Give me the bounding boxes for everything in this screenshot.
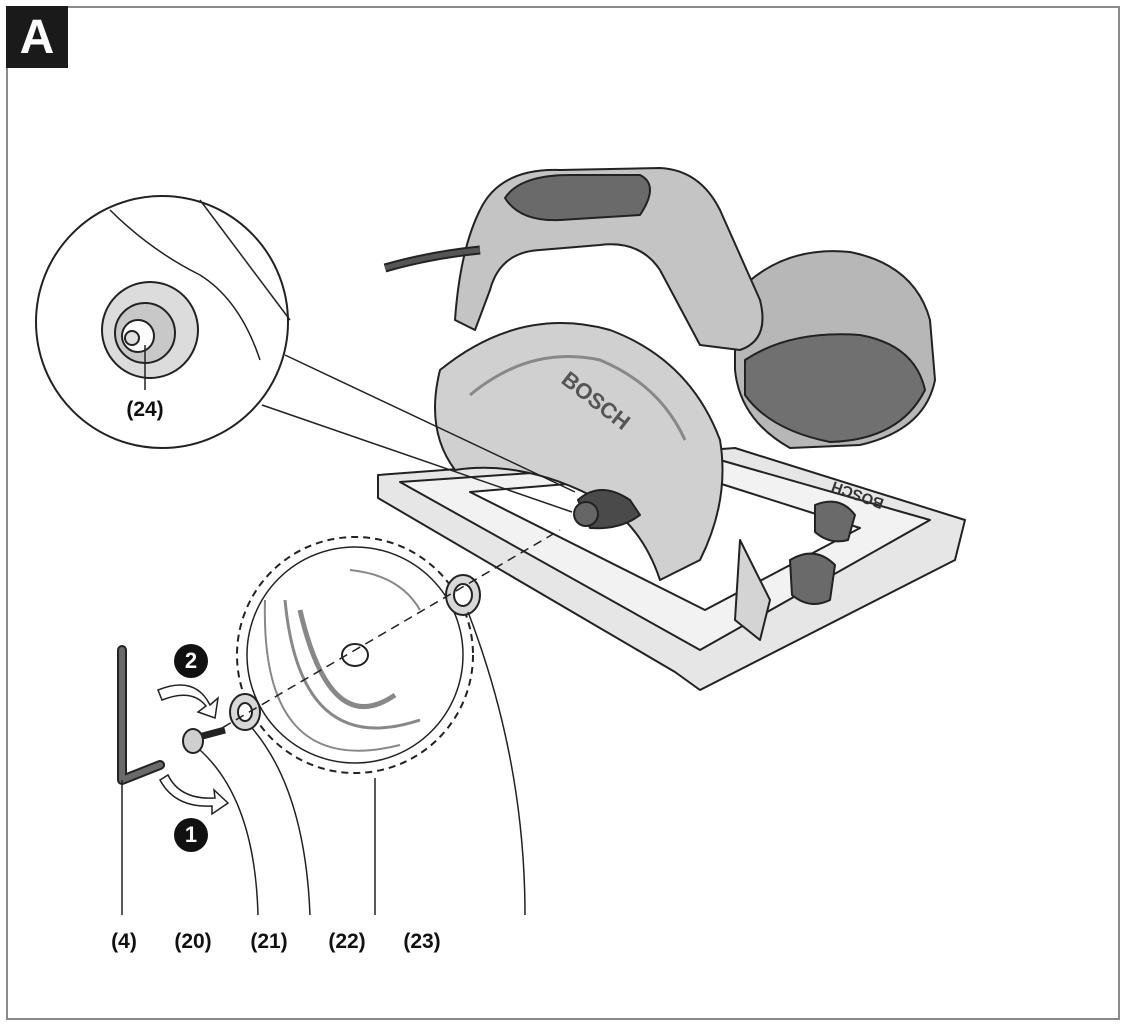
callout-21: (21) (250, 930, 288, 953)
hex-key (117, 645, 165, 785)
clamping-screw (182, 726, 226, 754)
callout-23: (23) (403, 930, 441, 953)
inner-flange (445, 574, 481, 616)
outer-flange (229, 693, 261, 731)
figure-frame (6, 6, 1120, 1020)
callout-4: (4) (111, 930, 137, 953)
step-2-badge: 2 (174, 644, 208, 678)
callout-22: (22) (328, 930, 366, 953)
arrow-loosen (159, 773, 230, 816)
callout-20: (20) (174, 930, 212, 953)
saw-blade (236, 536, 474, 774)
front-knob (789, 552, 836, 605)
assembly-axis (209, 529, 561, 736)
circular-saw (377, 167, 966, 691)
callout-24: (24) (126, 398, 164, 421)
step-1-badge: 1 (174, 818, 208, 852)
panel-tag: A (6, 6, 68, 68)
callout-leaders (121, 611, 526, 916)
blade-guard (434, 322, 724, 581)
detail-inset (35, 195, 576, 513)
arrow-tighten (157, 684, 220, 720)
